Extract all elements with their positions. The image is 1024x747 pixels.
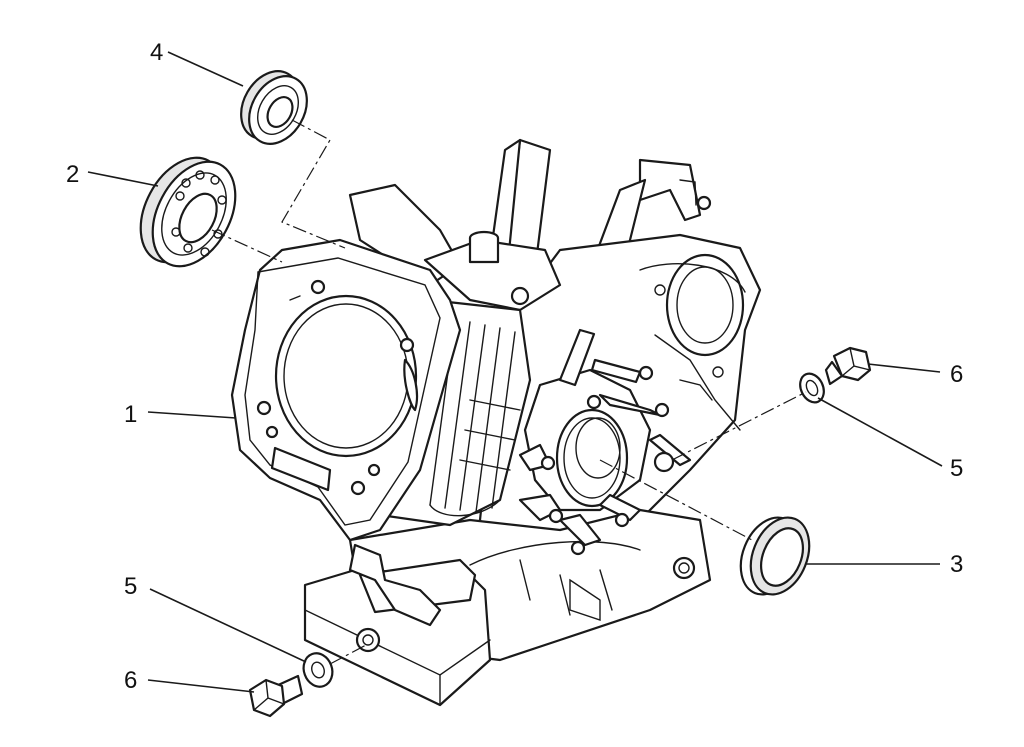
crankcase [230,138,762,707]
washer-left [302,652,334,688]
callout-6-left: 6 [124,667,137,694]
bearing-large [139,156,237,268]
callout-5-left: 5 [124,573,137,600]
callout-3: 3 [950,551,963,578]
callout-6-right: 6 [950,361,963,388]
washer-right [799,372,825,404]
callout-5-right: 5 [950,455,963,482]
callout-labels: 4 2 1 6 5 3 5 6 [66,39,963,694]
oil-seal [739,516,811,596]
leader-lines [87,51,943,693]
drain-bolt-left [248,674,304,718]
bearing-small [240,70,308,145]
callout-2: 2 [66,161,79,188]
callout-4: 4 [150,39,163,66]
drain-bolt-right [824,346,872,386]
callout-1: 1 [124,401,137,428]
